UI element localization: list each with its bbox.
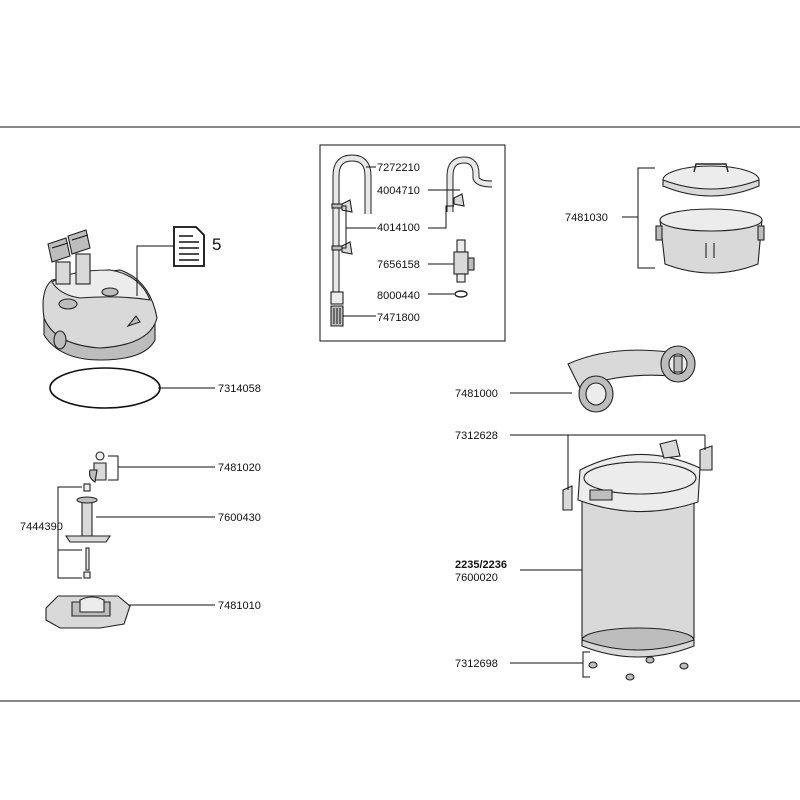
leader-manual xyxy=(136,245,174,296)
label-2235-2236: 2235/2236 xyxy=(455,559,507,571)
intake-pipe xyxy=(330,154,372,327)
bracket-7481020 xyxy=(108,455,119,481)
label-7481010: 7481010 xyxy=(218,600,261,612)
outflow-pipe xyxy=(446,156,493,212)
label-7444390: 7444390 xyxy=(20,521,63,533)
manual-ref-number: 5 xyxy=(212,235,221,254)
bracket-7481030 xyxy=(637,167,655,269)
manual-document-icon xyxy=(173,226,205,267)
media-basket-lid xyxy=(662,163,760,197)
label-7471800: 7471800 xyxy=(377,312,420,324)
carry-handle xyxy=(567,345,696,413)
pipes-box xyxy=(319,144,506,342)
label-7314058: 7314058 xyxy=(218,383,261,395)
label-7600430: 7600430 xyxy=(218,512,261,524)
canister-body xyxy=(562,439,713,658)
filter-head xyxy=(42,229,158,361)
label-7272210: 7272210 xyxy=(377,162,420,174)
label-7481030: 7481030 xyxy=(565,212,608,224)
media-basket xyxy=(655,208,765,274)
label-8000440: 8000440 xyxy=(377,290,420,302)
impeller-cap xyxy=(89,451,107,483)
label-7481000: 7481000 xyxy=(455,388,498,400)
o-ring-seal xyxy=(49,367,161,409)
bracket-7444390 xyxy=(57,486,82,579)
label-7312628: 7312628 xyxy=(455,430,498,442)
impeller xyxy=(64,483,112,579)
label-7481020: 7481020 xyxy=(218,462,261,474)
label-7312698: 7312698 xyxy=(455,658,498,670)
leader-4014100 xyxy=(342,205,376,229)
bracket-7312698 xyxy=(582,651,590,678)
label-4014100: 4014100 xyxy=(377,222,420,234)
label-7600020: 7600020 xyxy=(455,572,498,584)
leader-4014100-b xyxy=(342,228,347,249)
label-4004710: 4004710 xyxy=(377,185,420,197)
label-7656158: 7656158 xyxy=(377,259,420,271)
canister-feet xyxy=(588,656,689,681)
impeller-housing xyxy=(45,595,131,629)
double-tap-valve xyxy=(453,239,475,298)
leader-4014100-c xyxy=(428,205,454,229)
